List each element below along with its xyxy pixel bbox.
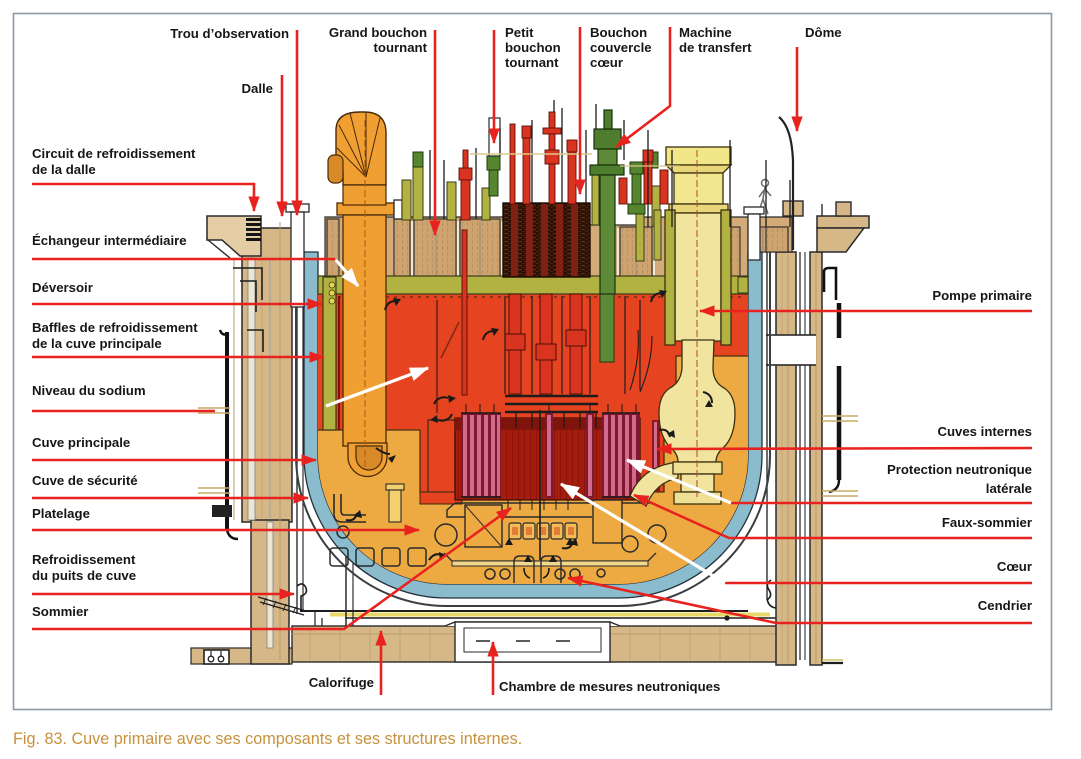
svg-text:Dalle: Dalle	[241, 81, 273, 96]
svg-text:Dôme: Dôme	[805, 25, 842, 40]
svg-text:Cuve principale: Cuve principale	[32, 435, 130, 450]
svg-text:Cendrier: Cendrier	[978, 598, 1032, 613]
svg-text:tournant: tournant	[374, 40, 428, 55]
svg-text:Échangeur intermédiaire: Échangeur intermédiaire	[32, 233, 187, 248]
svg-text:Platelage: Platelage	[32, 506, 90, 521]
svg-text:du puits de cuve: du puits de cuve	[32, 568, 136, 583]
svg-text:de transfert: de transfert	[679, 40, 752, 55]
svg-text:Protection neutronique: Protection neutronique	[887, 462, 1032, 477]
svg-text:Bouchon: Bouchon	[590, 25, 647, 40]
svg-text:Sommier: Sommier	[32, 604, 88, 619]
svg-text:tournant: tournant	[505, 55, 559, 70]
svg-text:Refroidissement: Refroidissement	[32, 552, 136, 567]
svg-text:Niveau du sodium: Niveau du sodium	[32, 383, 146, 398]
svg-text:bouchon: bouchon	[505, 40, 561, 55]
svg-text:Grand bouchon: Grand bouchon	[329, 25, 427, 40]
svg-text:Chambre de mesures neutronique: Chambre de mesures neutroniques	[499, 679, 720, 694]
svg-text:Circuit de refroidissement: Circuit de refroidissement	[32, 146, 196, 161]
svg-text:Machine: Machine	[679, 25, 732, 40]
svg-text:Cuve de sécurité: Cuve de sécurité	[32, 473, 138, 488]
svg-text:Fig. 83. Cuve primaire avec se: Fig. 83. Cuve primaire avec ses composan…	[13, 730, 522, 748]
svg-text:latérale: latérale	[986, 481, 1032, 496]
svg-text:Baffles de refroidissement: Baffles de refroidissement	[32, 320, 198, 335]
svg-text:Cœur: Cœur	[997, 559, 1032, 574]
svg-text:Calorifuge: Calorifuge	[309, 675, 374, 690]
svg-text:Petit: Petit	[505, 25, 534, 40]
svg-text:Trou d’observation: Trou d’observation	[170, 26, 289, 41]
svg-text:Déversoir: Déversoir	[32, 280, 93, 295]
svg-text:Pompe primaire: Pompe primaire	[932, 288, 1032, 303]
svg-text:Cuves internes: Cuves internes	[937, 424, 1032, 439]
svg-text:de la cuve principale: de la cuve principale	[32, 336, 162, 351]
svg-text:de la dalle: de la dalle	[32, 162, 96, 177]
svg-text:Faux-sommier: Faux-sommier	[942, 515, 1032, 530]
svg-text:cœur: cœur	[590, 55, 623, 70]
svg-text:couvercle: couvercle	[590, 40, 652, 55]
